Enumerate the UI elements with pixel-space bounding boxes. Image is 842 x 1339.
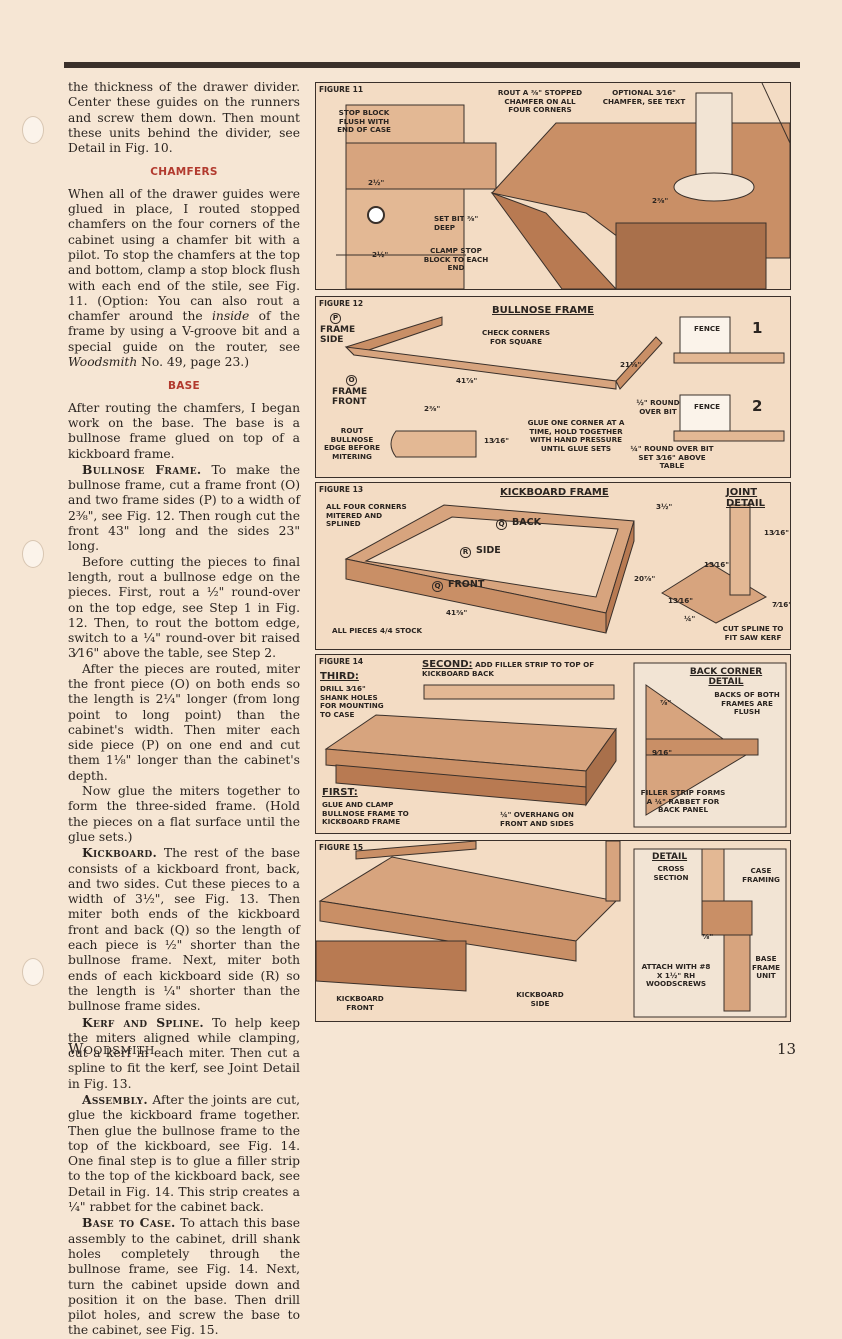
figure-14-number: FIGURE 14 [319, 657, 364, 666]
page-number: 13 [777, 1040, 797, 1058]
figure-13-title: KICKBOARD FRAME [500, 487, 609, 498]
part-letter-q: Q [496, 519, 507, 530]
label-fence: FENCE [694, 324, 721, 333]
label-stock: ALL PIECES 4/4 STOCK [332, 626, 423, 635]
dim-label: 13⁄16" [484, 436, 509, 445]
figure-11: FIGURE 11 STOP BLOCK FLUSH WITH END OF C… [315, 82, 791, 290]
label-base-frame-unit: BASE FRAME UNIT [751, 954, 781, 981]
label-quarter-round-bit: ¼" ROUND OVER BIT SET 3⁄16" ABOVE TABLE [630, 444, 714, 471]
dim-label: 20⅞" [634, 574, 656, 583]
figure-15-drawing [316, 841, 787, 1018]
footer-brand: Woodsmith [68, 1040, 155, 1058]
label-set-bit: SET BIT ⅜" DEEP [434, 214, 479, 232]
binder-hole [22, 540, 44, 568]
label-third-step-head: THIRD: [320, 671, 359, 682]
label-rout-bullnose: ROUT BULLNOSE EDGE BEFORE MITERING [323, 426, 381, 461]
label-first-step: GLUE AND CLAMP BULLNOSE FRAME TO KICKBOA… [322, 800, 409, 827]
figure-12-drawing [344, 316, 785, 458]
dim-label: 13⁄16" [764, 528, 789, 537]
label-detail: DETAIL [652, 852, 688, 862]
paragraph: Before cutting the pieces to final lengt… [68, 554, 300, 661]
step-number: 2 [752, 397, 763, 415]
label-front: FRONT [448, 579, 485, 590]
figure-11-drawing [336, 83, 790, 289]
section-heading-chamfers: CHAMFERS [150, 166, 218, 179]
dim-label: 2⅜" [424, 404, 441, 413]
label-half-round-bit: ½" ROUND OVER BIT [636, 398, 680, 416]
top-rule [64, 62, 800, 68]
label-second-step: SECOND: ADD FILLER STRIP TO TOP OF KICKB… [422, 659, 595, 678]
label-frame-side: FRAME SIDE [320, 325, 356, 345]
label-cut-spline: CUT SPLINE TO FIT SAW KERF [722, 624, 784, 642]
figure-13-number: FIGURE 13 [319, 485, 364, 494]
paragraph: Kickboard. The rest of the base consists… [68, 845, 300, 1014]
dim-label: ¼" [684, 614, 696, 623]
label-optional-chamfer: OPTIONAL 3⁄16" CHAMFER, SEE TEXT [602, 88, 686, 106]
label-clamp: CLAMP STOP BLOCK TO EACH END [423, 246, 489, 273]
dim-label: 13⁄16" [704, 560, 729, 569]
paragraph: Base to Case. To attach this base assemb… [68, 1215, 300, 1338]
figure-15: FIGURE 15 KICKBOARD FRONT KICKBOARD SIDE… [315, 840, 791, 1022]
dim-label: 2⅜" [652, 196, 669, 205]
label-backs-flush: BACKS OF BOTH FRAMES ARE FLUSH [714, 690, 780, 717]
figure-14: FIGURE 14 SECOND: ADD FILLER STRIP TO TO… [315, 654, 791, 834]
part-letter-r: R [460, 547, 471, 558]
label-case-framing: CASE FRAMING [742, 866, 780, 884]
figure-13-drawing [344, 504, 768, 634]
article-text-column: the thickness of the drawer divider. Cen… [68, 80, 300, 1339]
label-third-step: DRILL 3⁄16" SHANK HOLES FOR MOUNTING TO … [320, 684, 384, 719]
dim-label: 9⁄16" [652, 748, 672, 757]
figure-12: FIGURE 12 BULLNOSE FRAME P FRAME SIDE O … [315, 296, 791, 478]
paragraph: Kerf and Spline. To help keep the miters… [68, 1014, 300, 1091]
figure-12-title: BULLNOSE FRAME [492, 305, 594, 316]
binder-hole [22, 958, 44, 986]
label-kickboard-side: KICKBOARD SIDE [516, 990, 564, 1008]
dim-label: 41⅜" [446, 608, 468, 617]
dim-label: ⅞" [660, 698, 672, 707]
dim-label: 41⅞" [456, 376, 478, 385]
label-back: BACK [512, 517, 541, 528]
part-letter-p: P [330, 313, 341, 324]
dim-label: 13⁄16" [668, 596, 693, 605]
paragraph: Bullnose Frame. To make the bullnose fra… [68, 461, 300, 554]
paragraph: Assembly. After the joints are cut, glue… [68, 1092, 300, 1215]
label-frame-front: FRAME FRONT [332, 387, 368, 407]
label-attach-with: ATTACH WITH #8 x 1½" Rh WOODSCREWS [641, 962, 711, 989]
label-fence: FENCE [694, 402, 721, 411]
label-back-corner-detail: BACK CORNER DETAIL [689, 667, 763, 687]
label-filler-strip: FILLER STRIP FORMS A ¼" RABBET FOR BACK … [640, 788, 726, 815]
dim-label: 2½" [368, 178, 385, 187]
label-glue-corner: GLUE ONE CORNER AT A TIME, HOLD TOGETHER… [527, 418, 625, 453]
dim-label: 21⅛" [620, 360, 642, 369]
label-cross-section: CROSS SECTION [653, 864, 689, 882]
figure-14-drawing [324, 662, 787, 828]
figure-12-number: FIGURE 12 [319, 299, 364, 308]
section-heading-base: BASE [167, 380, 201, 393]
dim-label: 2½" [372, 250, 389, 259]
paragraph: the thickness of the drawer divider. Cen… [68, 80, 300, 156]
paragraph: After routing the chamfers, I began work… [68, 400, 300, 461]
label-overhang: ¼" OVERHANG ON FRONT AND SIDES [500, 810, 574, 828]
label-kickboard-front: KICKBOARD FRONT [336, 994, 384, 1012]
paragraph: After the pieces are routed, miter the f… [68, 661, 300, 783]
dim-label: 3½" [656, 502, 673, 511]
joint-detail-title: JOINT DETAIL [726, 487, 766, 509]
label-check-corners: CHECK CORNERS FOR SQUARE [481, 328, 551, 346]
dim-label: 7⁄16" [772, 600, 791, 609]
dim-label: ⅞" [702, 932, 714, 941]
label-stop-block: STOP BLOCK FLUSH WITH END OF CASE [337, 108, 391, 135]
figure-13: FIGURE 13 KICKBOARD FRAME JOINT DETAIL A… [315, 482, 791, 650]
part-letter-q: Q [432, 581, 443, 592]
figure-11-number: FIGURE 11 [319, 85, 364, 94]
label-corners-mitered: ALL FOUR CORNERS MITERED AND SPLINED [326, 502, 407, 529]
label-rout-chamfer: ROUT A ⅜" STOPPED CHAMFER ON ALL FOUR CO… [497, 88, 583, 115]
label-first-step-head: FIRST: [322, 787, 358, 798]
binder-hole [22, 116, 44, 144]
figure-15-number: FIGURE 15 [319, 843, 364, 852]
step-number: 1 [752, 319, 763, 337]
part-letter-o: O [346, 375, 357, 386]
paragraph: Now glue the miters together to form the… [68, 784, 300, 844]
label-side: SIDE [476, 545, 501, 556]
paragraph: When all of the drawer guides were glued… [68, 186, 300, 370]
